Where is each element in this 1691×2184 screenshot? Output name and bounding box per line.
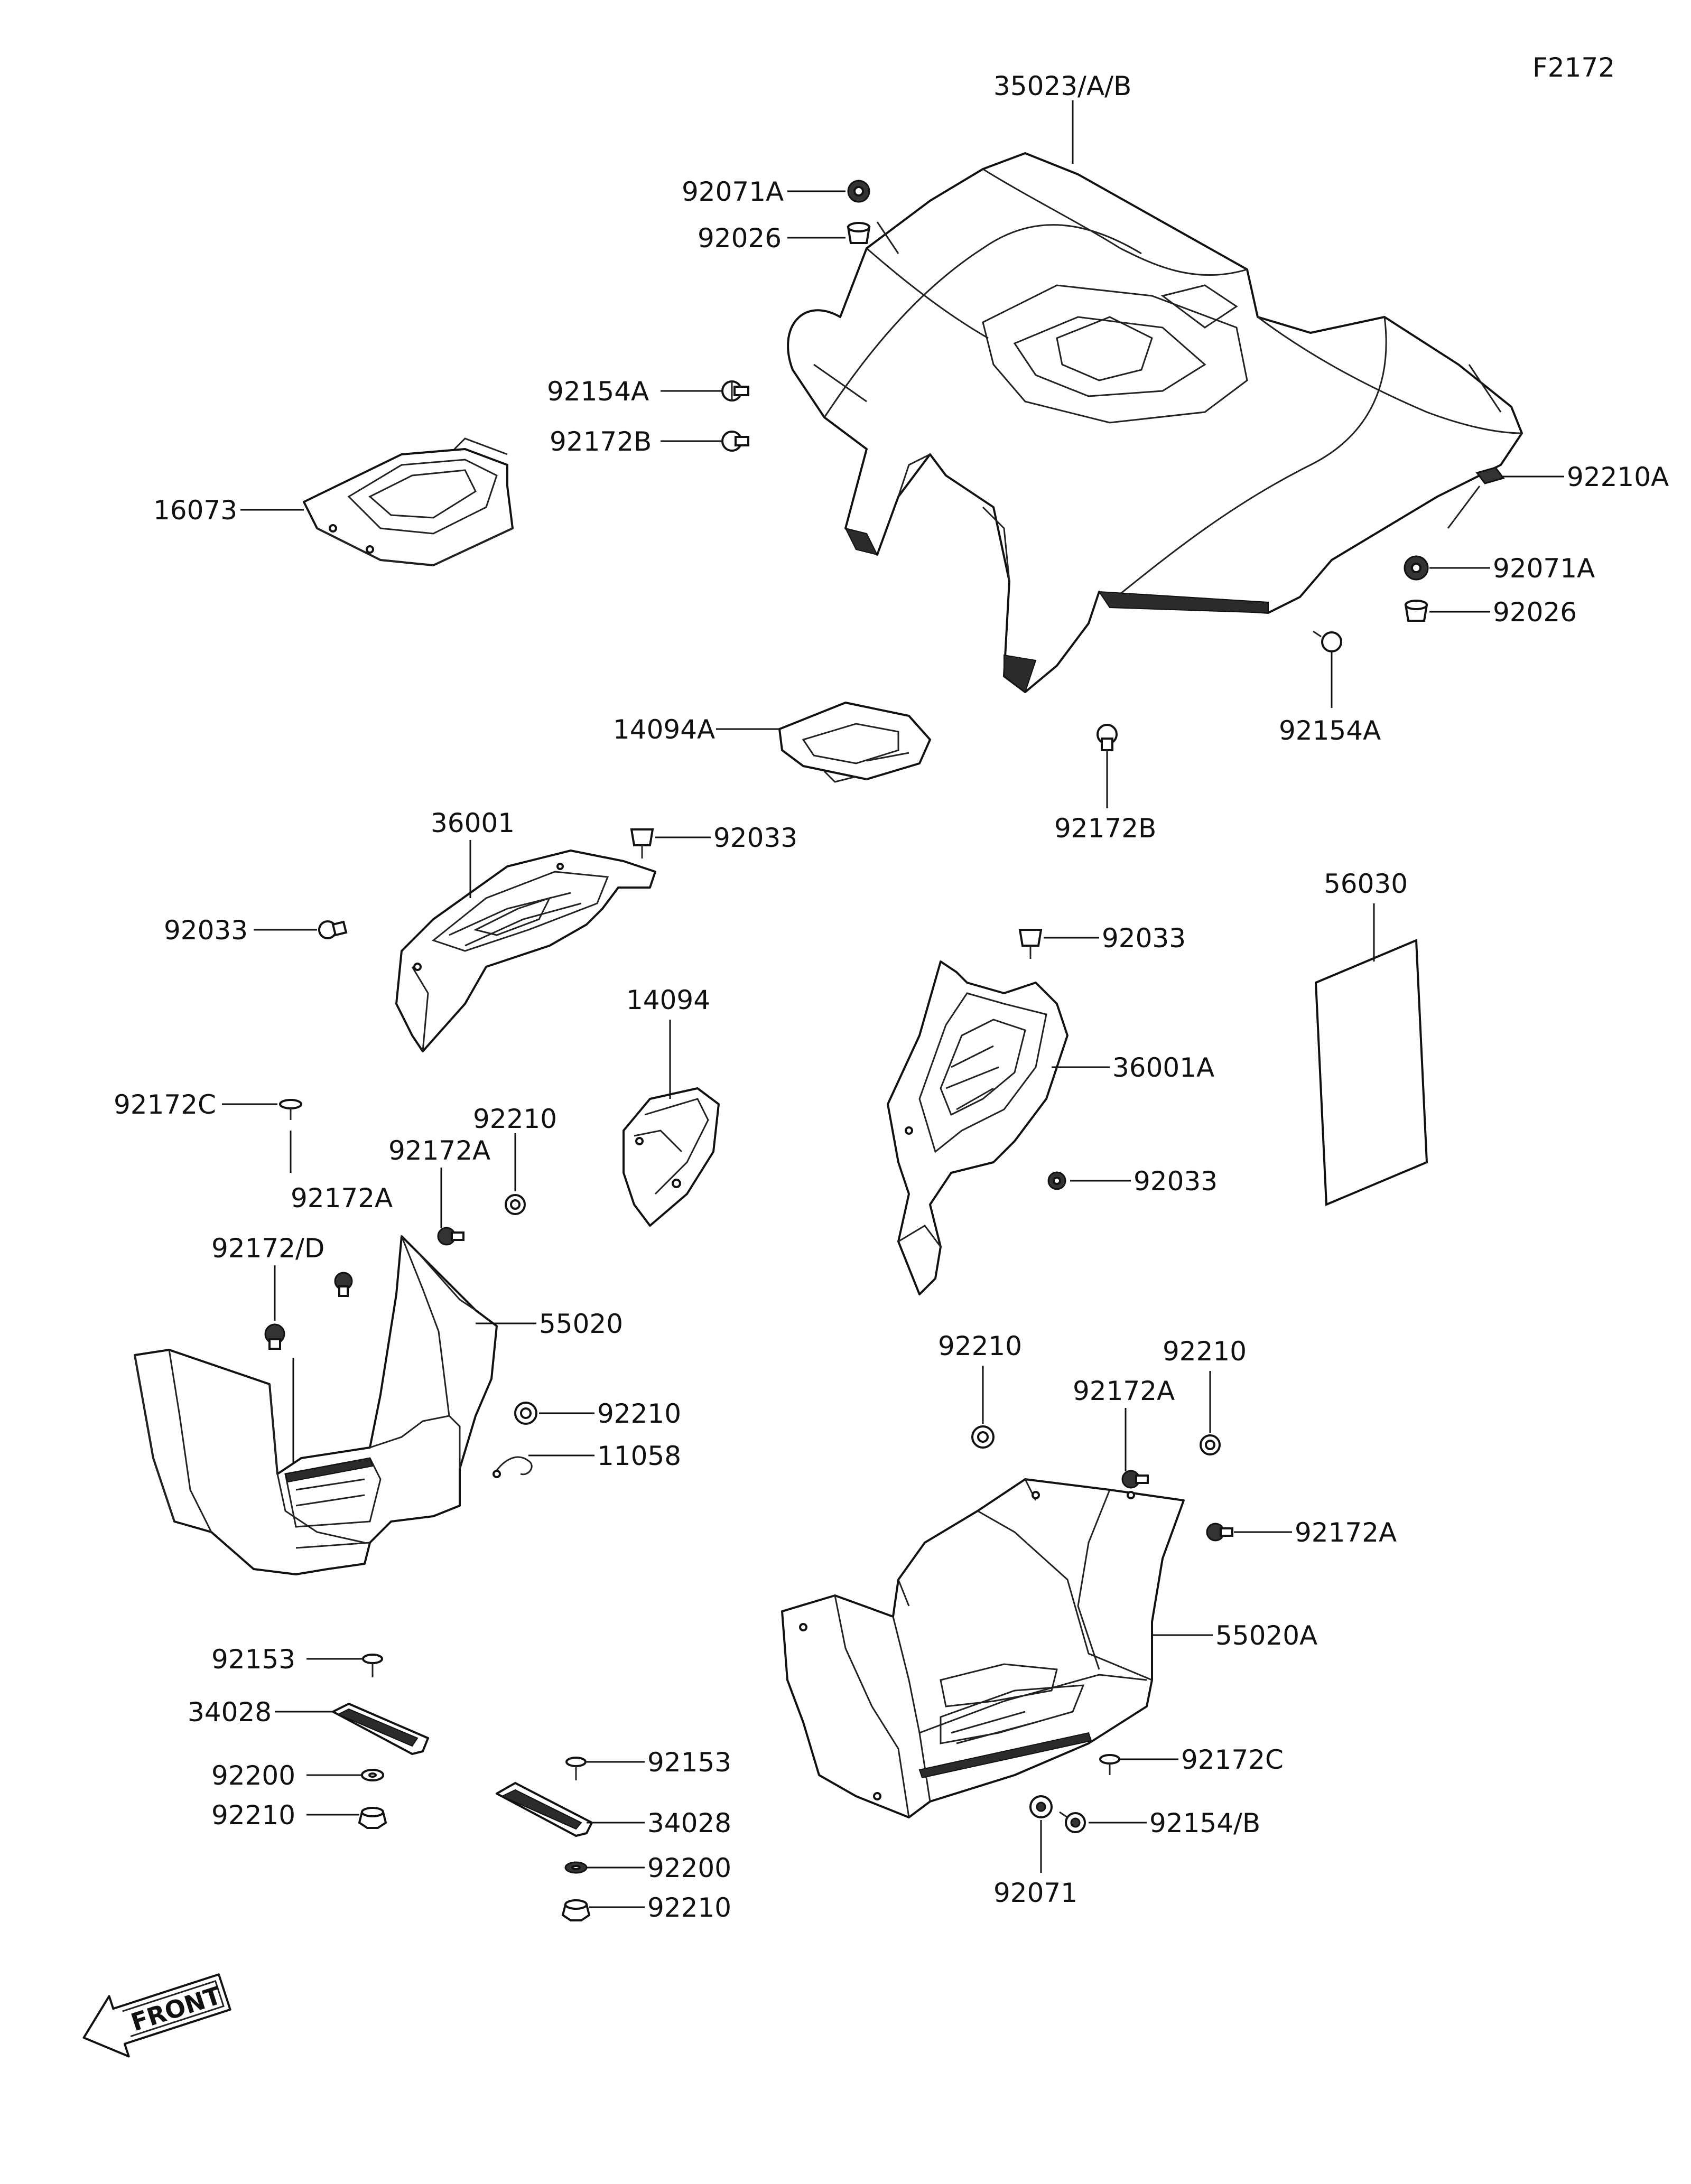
step-34028-left: [332, 1703, 429, 1755]
label-92071a-top: 92071A: [682, 176, 784, 207]
label-92172c-lower: 92172C: [1181, 1744, 1284, 1775]
label-92026-right: 92026: [1493, 597, 1577, 628]
cover-16073: [303, 437, 514, 566]
screw-92153-left: [362, 1654, 383, 1677]
bolt-92172a-right-side: [1206, 1523, 1233, 1542]
label-56030: 56030: [1324, 869, 1408, 899]
bolt-92154b: [1059, 1811, 1086, 1833]
label-92172c-upper: 92172C: [114, 1089, 216, 1120]
label-92033-mid: 92033: [1102, 923, 1186, 954]
nut-92071a-right: [1404, 555, 1429, 581]
label-92172a-right-side: 92172A: [1295, 1517, 1397, 1548]
label-92210-center: 92210: [473, 1104, 557, 1134]
bolt-92154a-left: [721, 380, 749, 402]
washer-92200-center: [564, 1861, 588, 1874]
label-92154a-right: 92154A: [1279, 715, 1381, 746]
nut-92210-left-bottom: [358, 1807, 387, 1829]
bolt-92172b-center: [1097, 724, 1118, 751]
screw-92153-center: [565, 1757, 587, 1780]
label-55020a: 55020A: [1215, 1620, 1317, 1651]
cover-14094: [622, 1087, 720, 1227]
label-92154a-left: 92154A: [547, 376, 649, 407]
step-34028-center: [496, 1782, 593, 1837]
label-34028-left: 34028: [188, 1697, 272, 1728]
label-sheet-56030: [1314, 939, 1428, 1206]
label-92210-right-b: 92210: [1163, 1336, 1247, 1367]
clip-92033-lower: [1047, 1171, 1066, 1190]
label-92172b-center: 92172B: [1054, 813, 1156, 844]
nut-92210-right-a: [971, 1425, 995, 1449]
label-92210-right-a: 92210: [938, 1331, 1022, 1361]
label-92172b-left: 92172B: [550, 426, 652, 457]
footwell-55020: [134, 1235, 498, 1575]
label-34028-center: 34028: [647, 1808, 731, 1838]
label-92200-center: 92200: [647, 1853, 731, 1883]
label-92210-left-bottom: 92210: [211, 1800, 295, 1831]
label-92200-left: 92200: [211, 1760, 295, 1791]
nut-92210-center-bottom: [561, 1899, 591, 1921]
label-35023: 35023/A/B: [993, 71, 1131, 101]
guard-36001a: [887, 960, 1069, 1295]
label-92071a-right: 92071A: [1493, 553, 1595, 584]
guard-36001: [395, 850, 656, 1052]
label-92033-left: 92033: [164, 915, 248, 946]
label-92033-upper: 92033: [713, 823, 797, 853]
nut-92071: [1029, 1795, 1053, 1818]
label-14094: 14094: [626, 985, 710, 1015]
footwell-55020a: [781, 1478, 1185, 1818]
label-36001: 36001: [431, 808, 515, 838]
label-92033-lower: 92033: [1133, 1166, 1218, 1197]
label-11058: 11058: [597, 1441, 681, 1471]
collar-92026-top: [847, 222, 871, 244]
clamp-11058: [493, 1456, 533, 1478]
clip-92033-left: [318, 920, 348, 939]
bolt-92172a-center: [437, 1227, 464, 1246]
label-36001a: 36001A: [1112, 1052, 1214, 1083]
front-arrow: FRONT: [82, 1973, 231, 2058]
bolt-92172a-right-top: [1121, 1470, 1149, 1489]
bolt-92172d: [264, 1323, 285, 1350]
label-14094a: 14094A: [613, 714, 715, 745]
washer-92200-left: [361, 1769, 384, 1781]
label-55020: 55020: [539, 1309, 623, 1339]
label-92026-top: 92026: [698, 223, 782, 254]
label-92172d: 92172/D: [211, 1233, 324, 1264]
nut-92210-footwell: [514, 1402, 537, 1425]
label-92153-center: 92153: [647, 1747, 731, 1778]
label-16073: 16073: [153, 495, 237, 526]
clip-92033-upper: [630, 828, 654, 858]
nut-92210-right-b: [1200, 1434, 1221, 1455]
collar-92026-right: [1404, 600, 1428, 622]
screw-92172c-upper: [279, 1099, 302, 1120]
rear-fender: [787, 152, 1523, 693]
label-92172a-left: 92172A: [291, 1183, 393, 1214]
label-92154b: 92154/B: [1149, 1808, 1260, 1838]
label-92210-center-bottom: 92210: [647, 1892, 731, 1923]
label-92172a-center: 92172A: [388, 1135, 490, 1166]
nut-92210-center: [505, 1194, 526, 1215]
label-92071: 92071: [993, 1878, 1077, 1908]
clip-92033-mid: [1018, 929, 1043, 959]
nut-92071a-top: [847, 180, 870, 203]
label-92153-left: 92153: [211, 1644, 295, 1675]
screw-92172c-lower: [1099, 1754, 1120, 1775]
plate-14094a: [778, 702, 931, 783]
bolt-92154a-right: [1313, 630, 1342, 652]
label-92210-footwell: 92210: [597, 1398, 681, 1429]
bolt-92172a-left: [334, 1272, 353, 1297]
bolt-92172b-left: [721, 431, 749, 452]
diagram-code: F2172: [1532, 52, 1615, 83]
label-92172a-right-top: 92172A: [1073, 1376, 1175, 1406]
label-92210a: 92210A: [1567, 462, 1669, 492]
nut-92210a: [1475, 466, 1505, 484]
